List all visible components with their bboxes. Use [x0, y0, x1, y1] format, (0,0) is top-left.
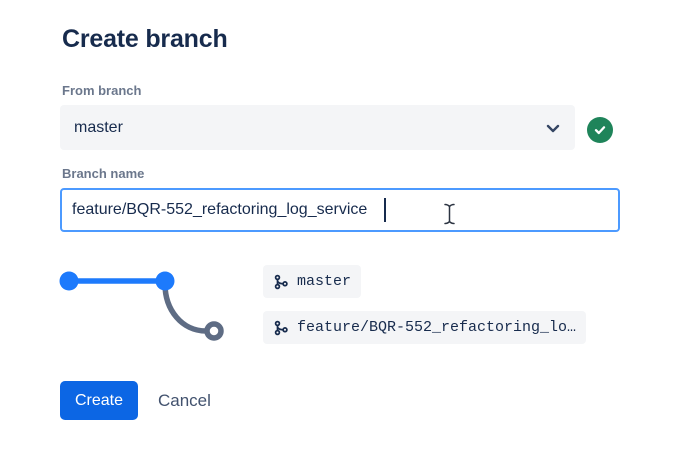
from-branch-label: From branch [62, 83, 142, 98]
commit-dot [59, 271, 79, 291]
target-branch-lozenge: feature/BQR-552_refactoring_lo… [263, 311, 587, 344]
git-branch-icon [273, 320, 289, 336]
git-branch-icon [273, 274, 289, 290]
valid-check-icon [587, 117, 613, 143]
branch-name-input[interactable] [60, 188, 620, 232]
create-button[interactable]: Create [60, 381, 139, 420]
page-title: Create branch [62, 25, 228, 53]
branch-name-label: Branch name [62, 166, 145, 181]
from-branch-select[interactable]: master [60, 105, 575, 150]
source-branch-name: master [297, 273, 352, 290]
source-branch-lozenge: master [263, 265, 362, 298]
chevron-down-icon [545, 120, 561, 136]
i-beam-cursor-icon [443, 203, 456, 230]
target-branch-name: feature/BQR-552_refactoring_lo… [297, 319, 577, 336]
new-branch-curve [162, 283, 207, 334]
from-branch-selected-value: master [74, 118, 123, 136]
branch-graph [50, 262, 235, 362]
text-caret [384, 198, 386, 222]
branch-point-dot [155, 271, 175, 291]
cancel-button[interactable]: Cancel [158, 381, 211, 420]
new-branch-dot [204, 321, 224, 341]
